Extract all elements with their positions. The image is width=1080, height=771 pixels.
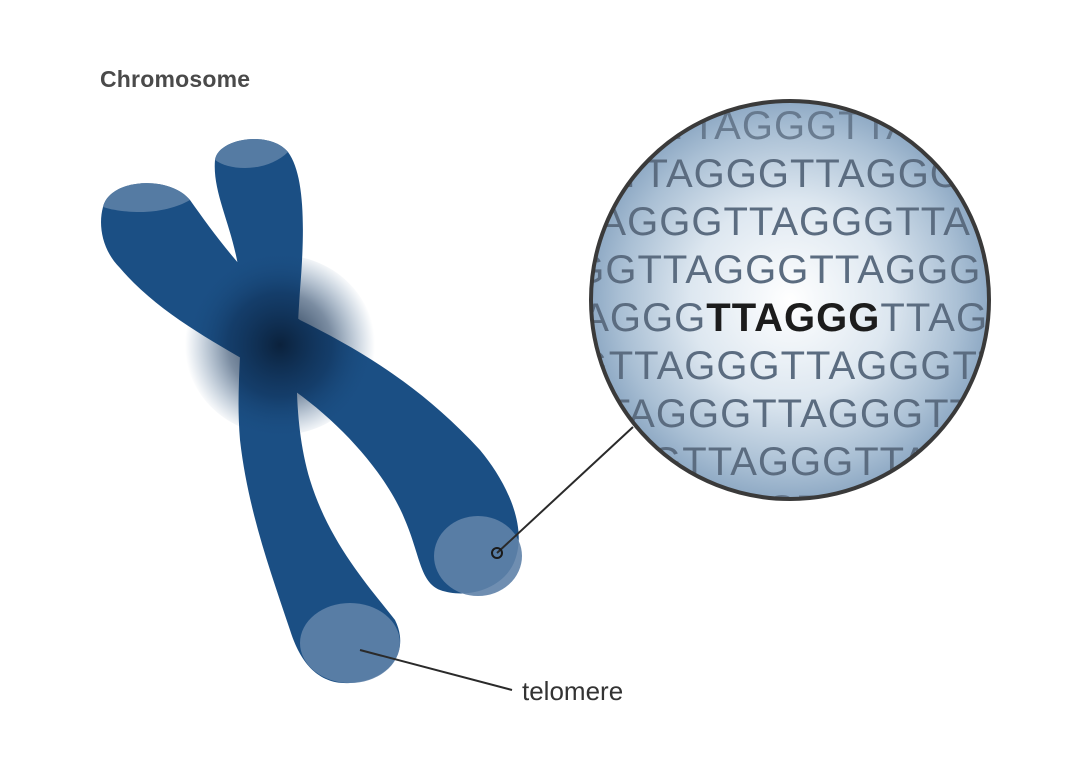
- sequence-row: TTAGGGTTAGGG: [618, 152, 962, 196]
- diagram-title: Chromosome: [100, 66, 251, 92]
- chromosome: [101, 138, 522, 684]
- telomere-cap-lower-left: [300, 603, 400, 683]
- telomere-pointer-line: [359, 649, 513, 691]
- sequence-row-post: TTAGG: [880, 296, 1020, 340]
- sequence-row: TTAGGGTTAGGGTTA: [580, 392, 999, 436]
- sequence-row: GGTTAGGGTTAG: [618, 440, 962, 484]
- sequence-row: GGTTAGGGTTAGGGT: [573, 248, 1007, 292]
- sequence-row-pre: TAGGG: [560, 296, 706, 340]
- magnifier-pointer-line: [496, 426, 634, 554]
- sequence-row: AGGGTTAG: [674, 488, 906, 532]
- telomere-label: telomere: [522, 676, 624, 706]
- telomere-magnifier: TTAGGGTTA TTAGGGTTAGGG TAGGGTTAGGGTTAG G…: [560, 99, 1020, 532]
- magnifier-border: [589, 99, 991, 501]
- telomere-cap-lower-right: [434, 516, 522, 596]
- magnifier-pointer-dot: [491, 547, 503, 559]
- highlighted-repeat: TTAGGG: [706, 296, 880, 340]
- sequence-row: TTAGGGTTA: [666, 104, 914, 148]
- telomere-cap-upper-left: [103, 183, 190, 212]
- sequence-row: GTTAGGGTTAGGGTT: [577, 344, 1004, 388]
- sequence-row: TAGGGTTAGGGTTAG: [577, 200, 1003, 244]
- sequence-row-highlighted: TAGGGTTAGGGTTAGG: [560, 296, 1020, 340]
- telomere-cap-upper-right: [215, 138, 288, 168]
